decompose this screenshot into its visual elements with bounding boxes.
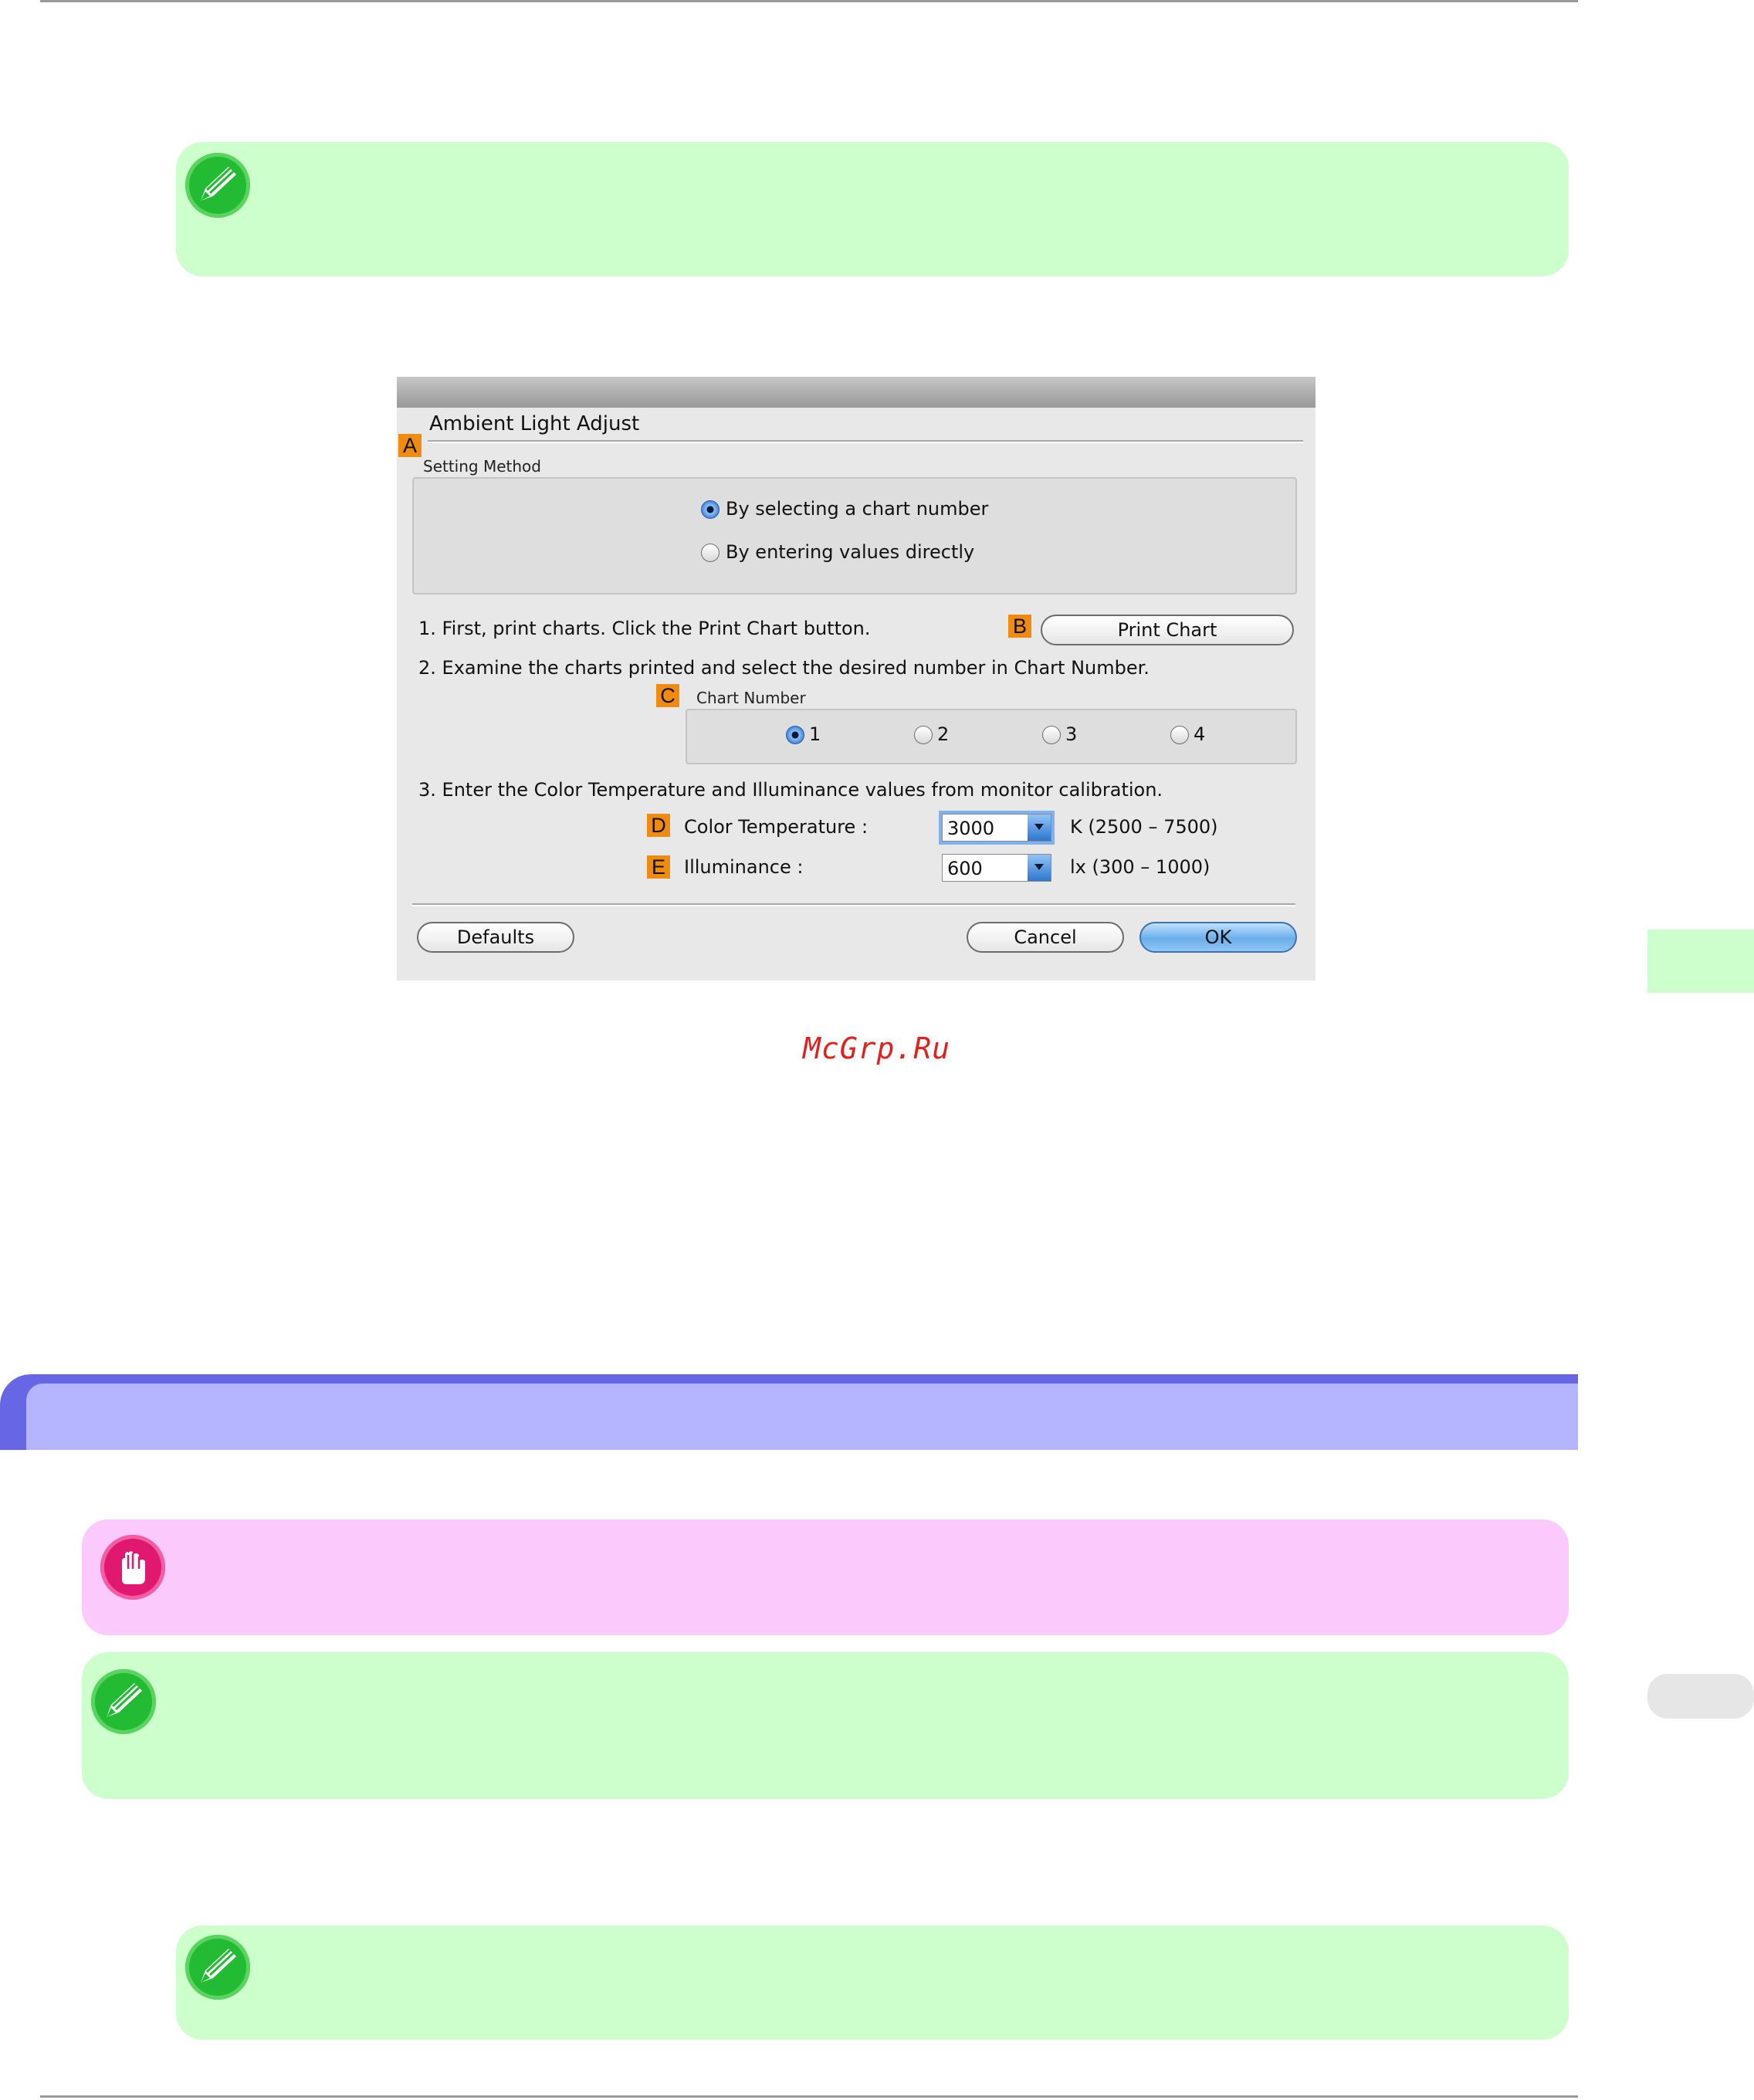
radio-select-chart-number[interactable] (701, 500, 720, 519)
illuminance-label: Illuminance : (684, 856, 804, 878)
note-box-2 (82, 1652, 1569, 1799)
marker-b: B (1008, 615, 1031, 638)
radio-select-chart-number-label[interactable]: By selecting a chart number (726, 498, 989, 520)
bottom-rule (40, 2095, 1578, 2098)
important-hand-icon (100, 1535, 165, 1600)
illuminance-range: lx (300 – 1000) (1070, 856, 1211, 878)
defaults-button[interactable]: Defaults (417, 922, 574, 953)
section-banner (26, 1384, 1578, 1450)
chart-radio-3-label[interactable]: 3 (1065, 723, 1078, 745)
step-2-text: 2. Examine the charts printed and select… (418, 657, 1150, 679)
step-3-text: 3. Enter the Color Temperature and Illum… (418, 779, 1163, 801)
footer-separator (412, 903, 1295, 905)
cancel-button[interactable]: Cancel (967, 922, 1124, 953)
dialog-title-bar (397, 377, 1316, 408)
radio-enter-values-directly-label[interactable]: By entering values directly (726, 541, 975, 563)
chart-radio-1-label[interactable]: 1 (809, 723, 821, 745)
side-section-tab (1647, 1674, 1754, 1719)
note-pencil-icon (185, 1935, 250, 2000)
marker-a: A (398, 434, 422, 457)
ambient-light-adjust-dialog: Ambient Light Adjust A Setting Method By… (397, 377, 1316, 981)
note-pencil-icon (91, 1669, 156, 1734)
color-temperature-value[interactable]: 3000 (947, 818, 995, 839)
chart-radio-3[interactable] (1042, 726, 1061, 744)
chevron-down-icon[interactable] (1028, 855, 1051, 881)
chart-radio-1[interactable] (786, 726, 804, 744)
note-pencil-icon (185, 153, 250, 218)
chart-number-group: 1 2 3 4 (686, 709, 1297, 764)
chart-radio-4-label[interactable]: 4 (1194, 723, 1206, 745)
note-box-3 (176, 1926, 1569, 2040)
note-box-1 (176, 142, 1569, 276)
side-chapter-tab (1647, 930, 1754, 993)
chevron-down-icon[interactable] (1028, 815, 1051, 841)
ok-button[interactable]: OK (1139, 922, 1297, 953)
setting-method-label: Setting Method (423, 457, 541, 476)
marker-c: C (656, 684, 679, 707)
marker-d: D (647, 814, 670, 837)
watermark: McGrp.Ru (803, 1031, 951, 1065)
chart-radio-4[interactable] (1170, 726, 1189, 744)
illuminance-combo[interactable]: 600 (942, 854, 1051, 882)
chart-radio-2[interactable] (914, 726, 933, 744)
chart-radio-2-label[interactable]: 2 (937, 723, 950, 745)
important-box (82, 1519, 1569, 1635)
setting-method-group: By selecting a chart number By entering … (412, 477, 1297, 594)
dialog-title: Ambient Light Adjust (429, 412, 640, 435)
color-temperature-range: K (2500 – 7500) (1070, 816, 1218, 838)
marker-e: E (647, 855, 670, 879)
step-1-text: 1. First, print charts. Click the Print … (418, 618, 871, 639)
radio-enter-values-directly[interactable] (701, 544, 720, 562)
illuminance-value[interactable]: 600 (947, 858, 983, 879)
title-separator (428, 440, 1303, 442)
chart-number-label: Chart Number (696, 689, 806, 707)
top-rule (40, 0, 1578, 2)
print-chart-button[interactable]: Print Chart (1041, 615, 1294, 645)
color-temperature-label: Color Temperature : (684, 816, 869, 838)
color-temperature-combo[interactable]: 3000 (942, 814, 1051, 842)
